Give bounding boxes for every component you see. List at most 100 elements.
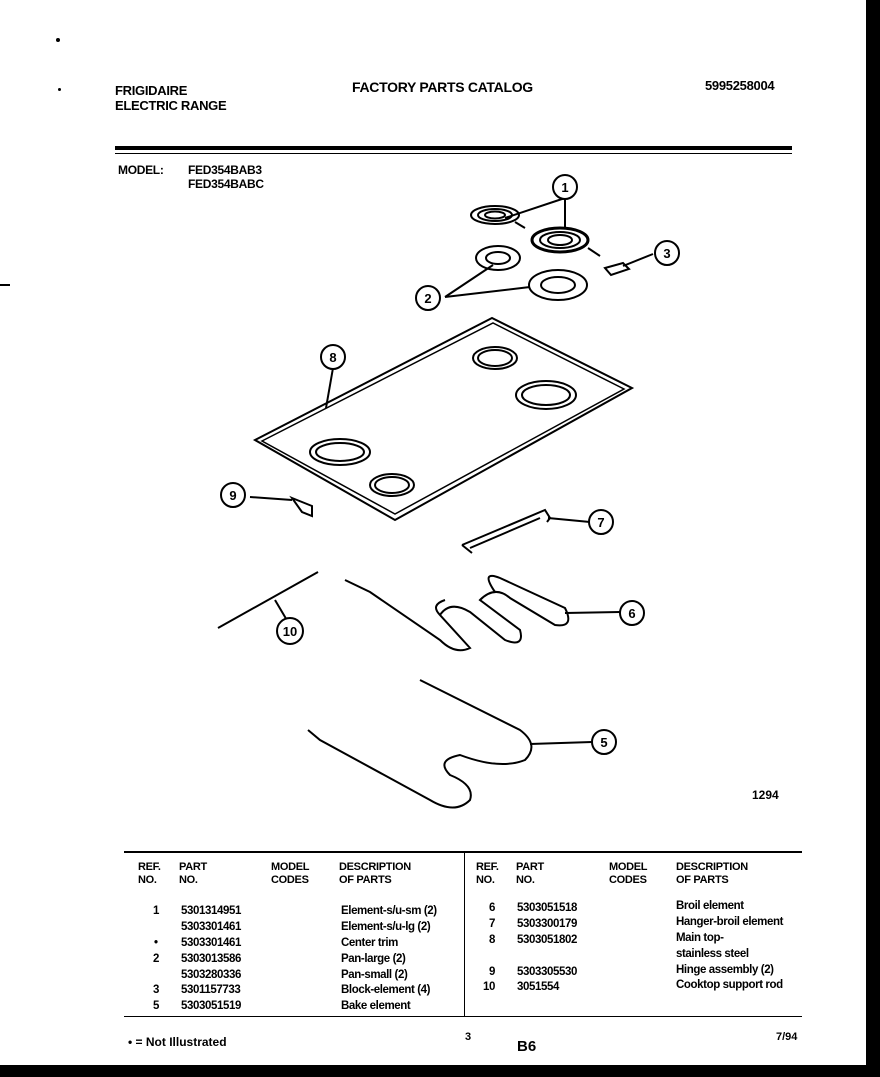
support-rod bbox=[217, 571, 319, 629]
table-column-divider bbox=[464, 853, 465, 1016]
desc-cell: Pan-large (2) bbox=[341, 953, 406, 965]
header-rule bbox=[115, 146, 792, 150]
desc-cell: Pan-small (2) bbox=[341, 969, 408, 981]
desc-cell: stainless steel bbox=[676, 948, 749, 960]
callout-label: 8 bbox=[329, 350, 336, 365]
callout-label: 1 bbox=[561, 180, 568, 195]
ref-cell: 1 bbox=[153, 905, 159, 917]
callout-8 bbox=[320, 344, 346, 370]
model-number: FED354BABC bbox=[188, 177, 264, 191]
part-cell: 5303300179 bbox=[517, 918, 577, 930]
header-rule-thin bbox=[115, 153, 792, 154]
scan-border-bottom bbox=[0, 1065, 880, 1077]
desc-cell: Bake element bbox=[341, 1000, 411, 1012]
desc-cell: Hanger-broil element bbox=[676, 916, 784, 928]
part-cell: 5303051518 bbox=[517, 902, 577, 914]
catalog-title: FACTORY PARTS CATALOG bbox=[352, 79, 533, 95]
ref-cell: 5 bbox=[153, 1000, 159, 1012]
ref-cell: 8 bbox=[489, 934, 495, 946]
hinge-assembly bbox=[289, 495, 313, 518]
part-cell: 5303051519 bbox=[181, 1000, 241, 1012]
desc-cell: Main top- bbox=[676, 932, 724, 944]
ref-no-header: REF.NO. bbox=[476, 861, 499, 886]
part-cell: 5303051802 bbox=[517, 934, 577, 946]
part-cell: 5303305530 bbox=[517, 966, 577, 978]
ref-cell: 7 bbox=[489, 918, 495, 930]
broil-element bbox=[344, 574, 570, 652]
desc-cell: Center trim bbox=[341, 937, 398, 949]
part-cell: 5303301461 bbox=[181, 921, 241, 933]
brand-name: FRIGIDAIRE bbox=[115, 83, 188, 98]
callout-label: 9 bbox=[229, 488, 236, 503]
ref-cell: 2 bbox=[153, 953, 159, 965]
callout-3 bbox=[654, 240, 680, 266]
page-number: 3 bbox=[465, 1031, 472, 1043]
scan-speck bbox=[56, 38, 60, 42]
surface-element-large bbox=[530, 226, 601, 257]
callout-1 bbox=[552, 174, 578, 200]
callouts bbox=[220, 174, 680, 755]
callout-label: 10 bbox=[283, 624, 297, 639]
product-type: ELECTRIC RANGE bbox=[115, 98, 227, 113]
part-cell: 5303280336 bbox=[181, 969, 241, 981]
part-cell: 5303013586 bbox=[181, 953, 241, 965]
drip-pan-large bbox=[528, 269, 588, 301]
main-top bbox=[252, 316, 635, 522]
callout-label: 5 bbox=[600, 735, 607, 750]
broil-hanger bbox=[461, 508, 552, 554]
scan-speck bbox=[58, 88, 61, 91]
callout-label: 3 bbox=[663, 246, 670, 261]
desc-cell: Block-element (4) bbox=[341, 984, 431, 996]
brand-block: FRIGIDAIRE ELECTRIC RANGE bbox=[115, 83, 227, 113]
model-numbers: FED354BAB3 FED354BABC bbox=[188, 163, 264, 191]
ref-cell: 6 bbox=[489, 902, 495, 914]
desc-cell: Hinge assembly (2) bbox=[676, 964, 774, 976]
not-illustrated-note: • = Not Illustrated bbox=[128, 1035, 227, 1049]
part-cell: 5303301461 bbox=[181, 937, 241, 949]
desc-cell: Cooktop support rod bbox=[676, 979, 783, 991]
table-top-rule bbox=[124, 851, 802, 853]
surface-element-small bbox=[470, 205, 526, 229]
part-cell: 5301157733 bbox=[181, 984, 241, 996]
table-bottom-rule bbox=[124, 1016, 802, 1017]
desc-cell: Broil element bbox=[676, 900, 744, 912]
ref-no-header: REF.NO. bbox=[138, 861, 161, 886]
part-cell: 3051554 bbox=[517, 981, 559, 993]
model-number: FED354BAB3 bbox=[188, 163, 262, 177]
callout-7 bbox=[588, 509, 614, 535]
scan-border-right bbox=[866, 0, 880, 1077]
desc-cell: Element-s/u-lg (2) bbox=[341, 921, 431, 933]
catalog-date: 7/94 bbox=[776, 1031, 798, 1043]
callout-10 bbox=[276, 617, 304, 645]
callout-label: 6 bbox=[628, 606, 635, 621]
callout-labels: 1 2 3 5 6 7 8 9 10 bbox=[229, 180, 670, 750]
callout-5 bbox=[591, 729, 617, 755]
desc-cell: Element-s/u-sm (2) bbox=[341, 905, 437, 917]
drip-pan-small bbox=[475, 245, 521, 271]
terminal-block bbox=[603, 261, 631, 277]
callout-label: 2 bbox=[424, 291, 431, 306]
callout-9 bbox=[220, 482, 246, 508]
callout-6 bbox=[619, 600, 645, 626]
figure-number: 1294 bbox=[752, 788, 779, 802]
model-label: MODEL: bbox=[118, 163, 164, 177]
part-cell: 5301314951 bbox=[181, 905, 241, 917]
ref-cell: 3 bbox=[153, 984, 159, 996]
section-code: B6 bbox=[517, 1038, 537, 1055]
callout-label: 7 bbox=[597, 515, 604, 530]
ref-cell: • bbox=[154, 937, 158, 949]
ref-cell: 9 bbox=[489, 966, 495, 978]
ref-cell: 10 bbox=[483, 981, 495, 993]
scan-mark bbox=[0, 284, 10, 286]
bake-element bbox=[307, 679, 533, 809]
callout-2 bbox=[415, 285, 441, 311]
document-number: 5995258004 bbox=[705, 78, 775, 93]
